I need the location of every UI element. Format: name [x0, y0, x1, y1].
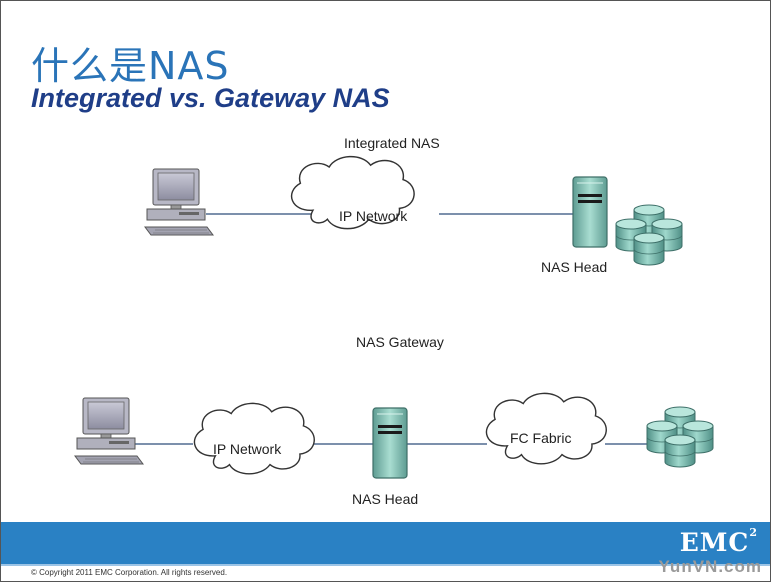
nas-diagram: Integrated NAS IP Network NAS Head NAS G…: [74, 135, 770, 507]
integrated-ip-network-label: IP Network: [339, 208, 408, 224]
fc-fabric-label: FC Fabric: [510, 430, 571, 446]
integrated-client-computer-icon: [144, 168, 214, 236]
slide-title: 什么是NAS: [31, 44, 230, 88]
nas-gateway-heading: NAS Gateway: [356, 334, 444, 350]
emc-logo-text: EMC: [679, 528, 750, 557]
slide-subtitle: Integrated vs. Gateway NAS: [31, 83, 390, 113]
gateway-ip-network-cloud-icon: [193, 402, 315, 475]
emc-logo: EMC2: [679, 526, 758, 557]
footer-bar-edge: [1, 564, 770, 566]
gateway-ip-network-label: IP Network: [213, 441, 282, 457]
fc-fabric-cloud-icon: [485, 392, 607, 465]
integrated-storage-disks-icon: [616, 205, 682, 265]
gateway-nas-head-server-icon: [372, 407, 408, 479]
gateway-client-computer-icon: [74, 397, 144, 465]
footer-bar: [1, 522, 770, 564]
gateway-storage-disks-icon: [647, 407, 713, 467]
integrated-nas-head-label: NAS Head: [541, 259, 607, 275]
emc-logo-superscript: 2: [749, 526, 758, 539]
integrated-nas-heading: Integrated NAS: [344, 135, 440, 151]
integrated-nas-head-server-icon: [572, 176, 608, 248]
gateway-nas-head-label: NAS Head: [352, 491, 418, 507]
watermark-text: YunVN.com: [658, 557, 762, 576]
copyright-text: © Copyright 2011 EMC Corporation. All ri…: [31, 568, 228, 577]
